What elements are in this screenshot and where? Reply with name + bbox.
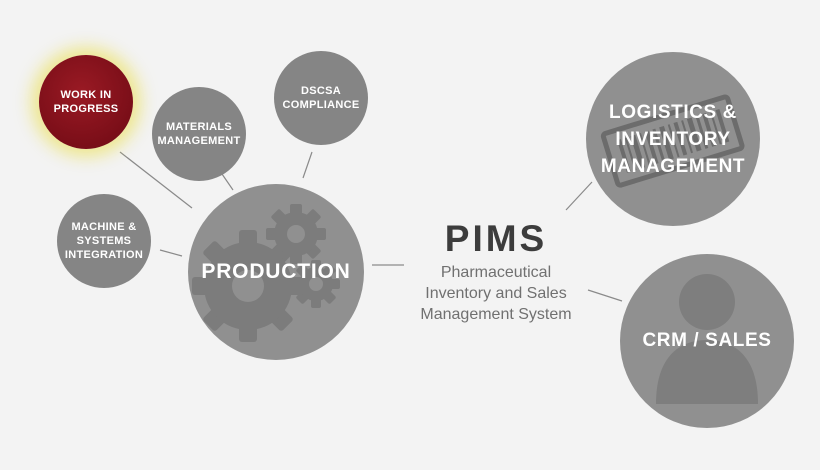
- node-machine-systems-integration[interactable]: MACHINE & SYSTEMS INTEGRATION: [57, 194, 151, 288]
- node-materials-management[interactable]: MATERIALS MANAGEMENT: [152, 87, 246, 181]
- connector-pims-logistics: [565, 181, 593, 211]
- node-work-in-progress[interactable]: WORK IN PROGRESS: [39, 55, 133, 149]
- subtitle-line-2: Inventory and Sales: [425, 285, 567, 302]
- node-logistics-inventory[interactable]: LOGISTICS & INVENTORY MANAGEMENT: [586, 52, 760, 226]
- node-production[interactable]: PRODUCTION: [188, 184, 364, 360]
- connector-materials-production: [221, 173, 234, 191]
- connector-dscsa-production: [302, 151, 313, 179]
- node-logistics-inventory-label: LOGISTICS & INVENTORY MANAGEMENT: [600, 101, 746, 177]
- svg-text:PIMS: PIMS: [445, 222, 547, 256]
- pims-branding: PIMS Pharmaceutical Inventory and Sales …: [398, 222, 594, 325]
- pims-logo: PIMS: [445, 222, 547, 256]
- node-production-label: PRODUCTION: [201, 260, 351, 283]
- node-machine-systems-integration-label: MACHINE & SYSTEMS INTEGRATION: [64, 221, 144, 261]
- connector-machine-production: [159, 249, 183, 257]
- subtitle-line-3: Management System: [420, 306, 572, 323]
- node-materials-management-label: MATERIALS MANAGEMENT: [157, 121, 241, 147]
- node-work-in-progress-label: WORK IN PROGRESS: [53, 89, 119, 115]
- subtitle-line-1: Pharmaceutical: [440, 264, 552, 281]
- node-crm-sales[interactable]: CRM / SALES: [620, 254, 794, 428]
- person-icon: [656, 274, 758, 404]
- barcode-icon: [600, 94, 745, 188]
- pims-subtitle: Pharmaceutical Inventory and Sales Manag…: [398, 262, 594, 325]
- node-dscsa-compliance[interactable]: DSCSA COMPLIANCE: [274, 51, 368, 145]
- connector-wip-production: [119, 151, 193, 209]
- node-dscsa-compliance-label: DSCSA COMPLIANCE: [282, 85, 360, 111]
- gears-icon: [192, 204, 340, 342]
- connector-pims-crm: [587, 289, 623, 302]
- node-crm-sales-label: CRM / SALES: [642, 330, 772, 351]
